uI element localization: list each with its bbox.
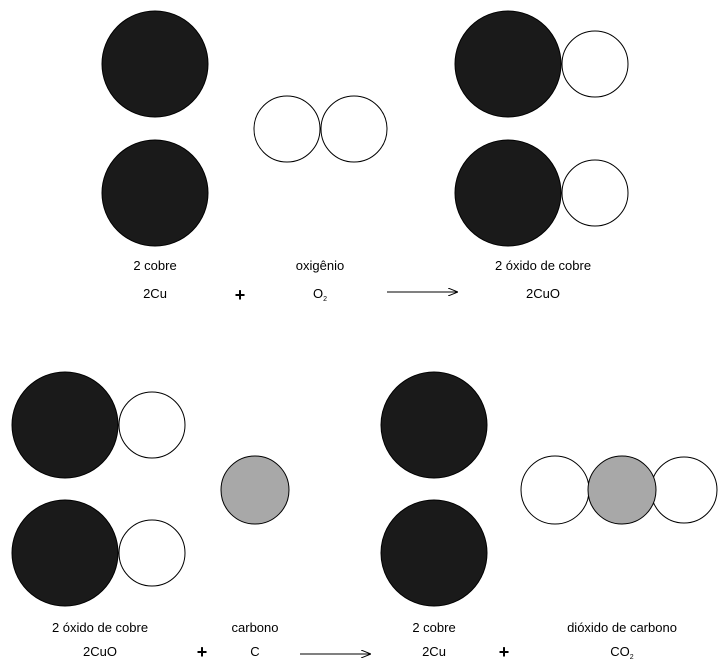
reaction2-product2-formula: CO2	[610, 644, 634, 661]
reaction1-reactant1-formula: 2Cu	[143, 286, 167, 301]
reaction1-copper-atoms	[101, 10, 209, 247]
copper-atom	[11, 371, 119, 479]
oxygen-atom	[520, 455, 590, 525]
reaction1-reactant2-name: oxigênio	[295, 258, 345, 273]
reaction2-copper-atoms	[380, 371, 488, 607]
copper-atom	[454, 10, 562, 118]
reaction2-plus-sign-1: +	[196, 642, 208, 662]
oxygen-atom	[650, 456, 718, 524]
carbon-atom	[220, 455, 290, 525]
reaction2-reactant2-name: carbono	[231, 620, 279, 635]
reaction2-product1-formula: 2Cu	[422, 644, 446, 659]
reaction1-reactant1-name: 2 cobre	[133, 258, 177, 273]
oxygen-atom	[118, 391, 186, 459]
copper-atom	[380, 499, 488, 607]
oxygen-atom	[561, 159, 629, 227]
oxygen-atom	[253, 95, 321, 163]
copper-atom	[101, 10, 209, 118]
reaction2-carbon-dioxide-molecule	[520, 455, 718, 525]
oxygen-atom	[118, 519, 186, 587]
reaction1-product-formula: 2CuO	[526, 286, 560, 301]
reaction2-plus-sign-2: +	[498, 642, 510, 662]
reaction1-product-name: 2 óxido de cobre	[494, 258, 592, 273]
reaction2-reactant2-formula: C	[250, 644, 260, 659]
reaction2-copper-oxide-molecules	[11, 371, 186, 607]
oxygen-atom	[561, 30, 629, 98]
copper-atom	[11, 499, 119, 607]
reaction1-copper-oxide-molecules	[454, 10, 629, 247]
reaction2-reactant1-formula: 2CuO	[83, 644, 117, 659]
oxygen-atom	[320, 95, 388, 163]
reaction1-plus-sign: +	[234, 285, 246, 305]
reaction1-reactant2-formula: O2	[312, 286, 328, 303]
copper-atom	[454, 139, 562, 247]
carbon-atom	[587, 455, 657, 525]
copper-atom	[101, 139, 209, 247]
reaction1-oxygen-molecule	[253, 95, 388, 163]
reaction2-product1-name: 2 cobre	[412, 620, 456, 635]
reaction2-reactant1-name: 2 óxido de cobre	[51, 620, 149, 635]
copper-atom	[380, 371, 488, 479]
reaction2-product2-name: dióxido de carbono	[567, 620, 677, 635]
